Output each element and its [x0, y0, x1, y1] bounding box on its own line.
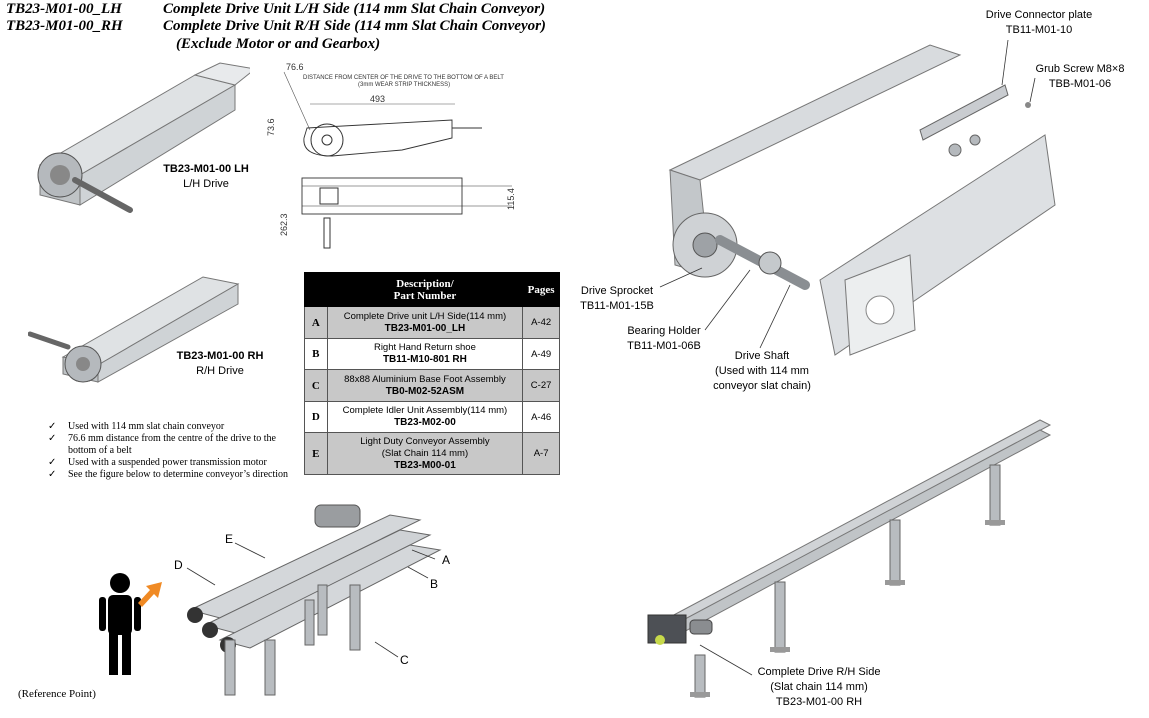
reference-point-label: (Reference Point) [18, 688, 96, 700]
direction-arrow-icon [138, 582, 162, 607]
callout-b: B [430, 577, 439, 591]
technical-drawing: 76.6 DISTANCE FROM CENTER OF THE DRIVE T… [266, 62, 516, 249]
parts-table: Description/ Part Number Pages A Complet… [304, 272, 560, 475]
list-item: ✓Used with a suspended power transmissio… [48, 457, 267, 468]
lh-drive-image [37, 62, 250, 213]
row-page: A-46 [522, 401, 560, 433]
assembly-illustration [99, 504, 442, 696]
table-row: C 88x88 Aluminium Base Foot Assembly TB0… [304, 369, 560, 402]
checkmark-icon: ✓ [48, 457, 57, 468]
row-letter: B [304, 338, 328, 370]
rh-drive-name: R/H Drive [196, 365, 244, 377]
table-row: B Right Hand Return shoe TB11-M10-801 RH… [304, 338, 560, 370]
drawing-note-line2: (3mm WEAR STRIP THICKNESS) [358, 82, 450, 88]
connector-plate-label: Drive Connector plate TB11-M01-10 [985, 9, 1093, 36]
checkmark-icon: ✓ [48, 469, 57, 480]
table-row: E Light Duty Conveyor Assembly (Slat Cha… [304, 432, 560, 475]
row-letter: E [304, 432, 328, 475]
rh-drive-image [28, 276, 240, 383]
table-header-pages: Pages [522, 272, 560, 307]
dim-493: 493 [370, 94, 385, 104]
table-row: D Complete Idler Unit Assembly(114 mm) T… [304, 401, 560, 433]
row-page: C-27 [522, 369, 560, 402]
drawing-note-line1: DISTANCE FROM CENTER OF THE DRIVE TO THE… [303, 75, 504, 81]
row-page: A-7 [522, 432, 560, 475]
dim-766: 76.6 [286, 62, 304, 72]
drive-shaft-label: Drive Shaft (Used with 114 mm conveyor s… [713, 350, 811, 392]
header-note: (Exclude Motor or and Gearbox) [176, 36, 381, 52]
row-letter: D [304, 401, 328, 433]
row-page: A-49 [522, 338, 560, 370]
row-letter: C [304, 369, 328, 402]
dim-736: 73.6 [266, 118, 276, 136]
list-item: ✓See the figure below to determine conve… [48, 469, 289, 480]
dim-154: 115.4 [506, 188, 516, 210]
row-description: 88x88 Aluminium Base Foot Assembly TB0-M… [326, 369, 524, 402]
callout-e: E [225, 532, 234, 546]
rh-drive-code: TB23-M01-00 RH [176, 350, 264, 362]
callout-c: C [400, 653, 409, 667]
checkmark-icon: ✓ [48, 433, 57, 444]
row-page: A-42 [522, 306, 560, 339]
grub-screw-label: Grub Screw M8×8 TBB-M01-06 [1035, 63, 1125, 90]
table-header-description: Description/ Part Number [326, 272, 524, 307]
lh-drive-code: TB23-M01-00 LH [163, 163, 249, 175]
table-row: A Complete Drive unit L/H Side(114 mm) T… [304, 306, 560, 339]
header-code-rh: TB23-M01-00_RH [6, 18, 123, 34]
header-desc-lh: Complete Drive Unit L/H Side (114 mm Sla… [163, 1, 546, 17]
checkmark-icon: ✓ [48, 421, 57, 432]
list-item: ✓Used with 114 mm slat chain conveyor [48, 421, 225, 432]
header-desc-rh: Complete Drive Unit R/H Side (114 mm Sla… [163, 18, 546, 34]
lh-drive-name: L/H Drive [183, 178, 229, 190]
row-description: Light Duty Conveyor Assembly (Slat Chain… [326, 432, 524, 475]
drive-sprocket-label: Drive Sprocket TB11-M01-15B [580, 285, 654, 312]
list-item: ✓76.6 mm distance from the centre of the… [48, 433, 276, 456]
bearing-holder-label: Bearing Holder TB11-M01-06B [627, 325, 701, 352]
row-letter: A [304, 306, 328, 339]
callout-a: A [442, 553, 451, 567]
callout-d: D [174, 558, 183, 572]
person-icon [110, 573, 130, 593]
long-conveyor-illustration [647, 419, 1052, 698]
notes-list: ✓Used with 114 mm slat chain conveyor ✓7… [48, 421, 293, 481]
complete-drive-rh-label: Complete Drive R/H Side (Slat chain 114 … [757, 666, 881, 708]
dim-2623: 262.3 [279, 213, 289, 236]
header-code-lh: TB23-M01-00_LH [6, 1, 122, 17]
row-description: Complete Idler Unit Assembly(114 mm) TB2… [326, 401, 524, 433]
row-description: Right Hand Return shoe TB11-M10-801 RH [326, 338, 524, 370]
exploded-view-illustration [659, 39, 1056, 356]
row-description: Complete Drive unit L/H Side(114 mm) TB2… [326, 306, 524, 339]
